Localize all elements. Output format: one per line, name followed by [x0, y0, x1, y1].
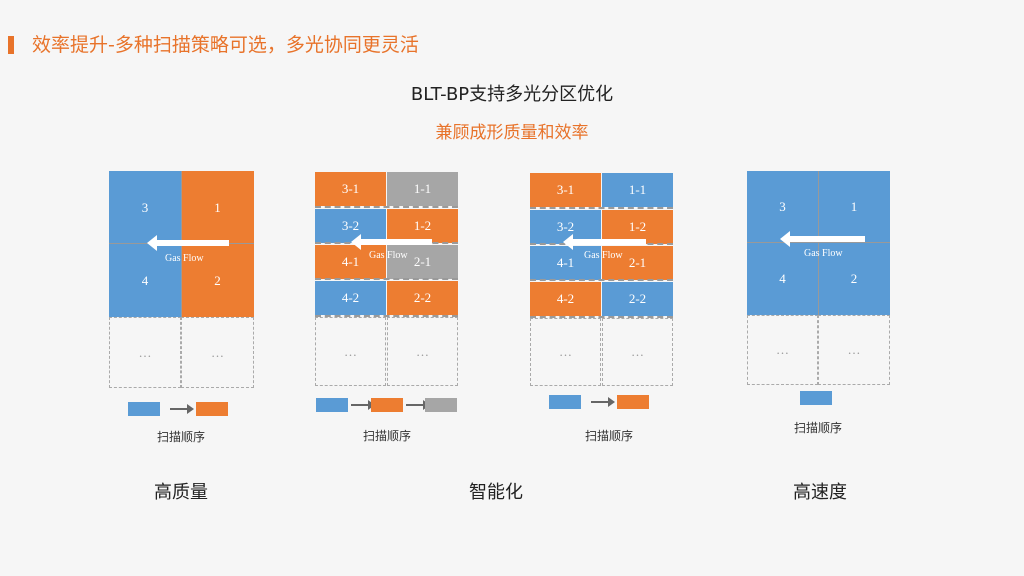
diagram-high-speed: 3 1 4 2 Gas Flow … … — [747, 171, 890, 385]
grid-divider — [818, 171, 819, 315]
legend-orange-swatch — [196, 402, 228, 416]
zone-4-1: 4-1 — [315, 245, 386, 279]
zone-4: 4 — [747, 243, 818, 315]
diagram-high-quality: 3 1 4 2 Gas Flow … … — [109, 171, 254, 388]
zone-1-2: 1-2 — [387, 209, 458, 243]
zone-1-1: 1-1 — [602, 173, 673, 207]
zone-1-1: 1-1 — [387, 172, 458, 206]
caption-intelligent: 智能化 — [469, 482, 523, 503]
page-title: 效率提升-多种扫描策略可选，多光协同更灵活 — [32, 34, 419, 56]
zone-2-2: 2-2 — [602, 282, 673, 316]
legend-gray-swatch — [425, 398, 457, 412]
placeholder-zone: … — [530, 318, 601, 386]
placeholder-zone: … — [747, 315, 818, 385]
zone-divider — [315, 278, 458, 280]
zone-3-1: 3-1 — [315, 172, 386, 206]
subtitle-secondary: 兼顾成形质量和效率 — [435, 123, 589, 143]
zone-1: 1 — [181, 171, 254, 244]
legend-blue-swatch — [800, 391, 832, 405]
legend-orange-swatch — [371, 398, 403, 412]
gas-flow-label: Gas Flow — [584, 250, 623, 261]
zone-divider — [315, 206, 458, 208]
zone-1-2: 1-2 — [602, 210, 673, 244]
legend-text: 扫描顺序 — [584, 429, 633, 443]
gas-flow-arrow — [147, 235, 229, 251]
caption-high-quality: 高质量 — [154, 482, 208, 503]
legend-orange-swatch — [617, 395, 649, 409]
placeholder-zone: … — [387, 317, 458, 386]
zone-divider — [315, 315, 458, 317]
zone-4-2: 4-2 — [530, 282, 601, 316]
zone-4: 4 — [109, 244, 181, 317]
zone-3: 3 — [109, 171, 181, 244]
legend-text: 扫描顺序 — [362, 429, 411, 443]
gas-flow-label: Gas Flow — [165, 253, 204, 264]
legend-blue-swatch — [316, 398, 348, 412]
placeholder-zone: … — [109, 317, 181, 388]
placeholder-zone: … — [315, 317, 386, 386]
legend-text: 扫描顺序 — [793, 421, 842, 435]
zone-divider — [530, 279, 673, 281]
legend-arrow-icon — [351, 400, 375, 410]
gas-flow-label: Gas Flow — [369, 250, 408, 261]
legend-arrow-icon — [591, 397, 615, 407]
zone-2-1: 2-1 — [602, 246, 673, 280]
header-accent-bar — [8, 36, 14, 54]
zone-2: 2 — [818, 243, 890, 315]
zone-4-2: 4-2 — [315, 281, 386, 315]
zone-4-1: 4-1 — [530, 246, 601, 280]
placeholder-zone: … — [818, 315, 890, 385]
legend-blue-swatch — [549, 395, 581, 409]
legend-arrow-icon — [406, 400, 430, 410]
zone-2-1: 2-1 — [387, 245, 458, 279]
legend-text: 扫描顺序 — [156, 430, 205, 444]
zone-2: 2 — [181, 244, 254, 317]
zone-divider — [530, 207, 673, 209]
zone-3-1: 3-1 — [530, 173, 601, 207]
diagram-intelligent: 3-1 1-1 3-2 1-2 4-1 2-1 4-2 2-2 Gas Flow… — [315, 172, 458, 386]
legend-blue-swatch — [128, 402, 160, 416]
zone-2-2: 2-2 — [387, 281, 458, 315]
caption-high-speed: 高速度 — [793, 482, 847, 503]
gas-flow-arrow — [563, 234, 646, 250]
zone-1: 1 — [818, 171, 890, 243]
placeholder-zone: … — [602, 318, 673, 386]
gas-flow-arrow — [351, 234, 432, 250]
gas-flow-arrow — [780, 231, 865, 247]
diagram-intelligent-alt: 3-1 1-1 3-2 1-2 4-1 2-1 4-2 2-2 Gas Flow… — [530, 173, 673, 386]
placeholder-zone: … — [181, 317, 254, 388]
gas-flow-label: Gas Flow — [804, 248, 843, 259]
zone-divider — [530, 316, 673, 318]
subtitle-main: BLT-BP支持多光分区优化 — [410, 84, 614, 105]
zone-3-2: 3-2 — [315, 209, 386, 243]
legend-arrow-icon — [170, 404, 194, 414]
